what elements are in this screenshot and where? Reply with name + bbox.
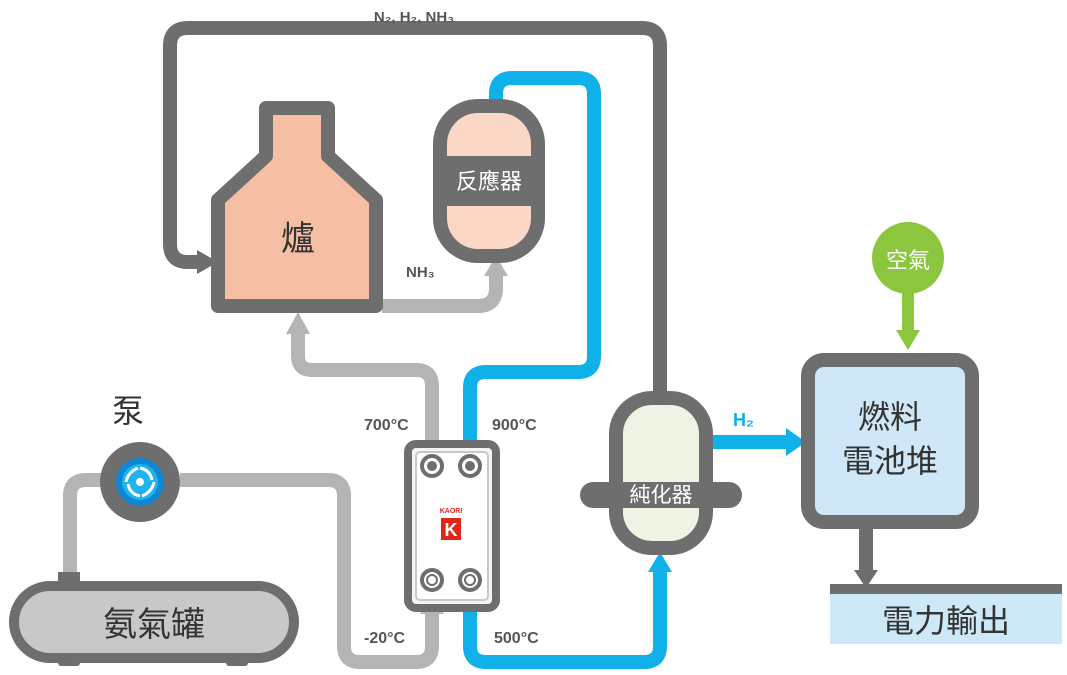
fuel-cell-label-line1: 燃料: [858, 398, 922, 436]
arrow-head-into-furnace-bottom: [286, 312, 310, 334]
arrow-head-into-reactor: [484, 256, 508, 276]
air-label: 空氣: [886, 249, 930, 274]
pipe-air-to-fuel-cell: [896, 290, 920, 350]
heat-exchanger: KAORI K: [404, 440, 500, 612]
pipe-fuel-cell-to-output: [854, 528, 878, 588]
arrow-head-air: [896, 330, 920, 350]
furnace-label: 爐: [281, 219, 315, 259]
reactor-band: [446, 156, 532, 206]
ammonia-tank-label: 氨氣罐: [103, 605, 205, 645]
arrow-head-into-furnace: [197, 250, 218, 274]
arrow-head-into-fuel-cell: [786, 428, 806, 456]
power-output-label: 電力輸出: [882, 602, 1010, 640]
temp-900-label: 900°C: [492, 417, 537, 434]
air-input: 空氣: [872, 222, 944, 294]
h2-label: H₂: [733, 410, 754, 430]
reactor: 反應器: [433, 99, 545, 263]
furnace: 爐: [211, 101, 383, 313]
brand-text: KAORI: [440, 508, 463, 515]
fuel-cell-label-line2: 電池堆: [842, 442, 938, 480]
temp-minus20-label: -20°C: [364, 630, 406, 647]
arrow-head-output: [854, 570, 878, 588]
pipe-h2-to-fuel-cell: [712, 428, 806, 456]
arrow-head-into-purifier: [648, 552, 672, 572]
brand-logo: [441, 518, 461, 540]
purifier-band: [580, 482, 742, 508]
brand-logo-letter: K: [445, 520, 458, 540]
pipe-700-to-furnace: [286, 312, 439, 450]
pipe-nh3-to-reactor: [382, 256, 508, 313]
pipe-recycle-gas: [163, 21, 667, 395]
pump-impeller-icon: [124, 466, 156, 498]
purifier: 純化器: [580, 391, 742, 555]
gas-mix-label: N₂, H₂, NH₃: [374, 9, 454, 26]
temp-700-label: 700°C: [364, 417, 409, 434]
temp-500-label: 500°C: [494, 630, 539, 647]
pump: 泵: [100, 392, 180, 522]
fuel-cell-stack: 燃料 電池堆: [801, 353, 979, 529]
reactor-label: 反應器: [456, 169, 522, 195]
pump-label: 泵: [112, 392, 144, 430]
power-output: 電力輸出: [830, 584, 1062, 644]
ammonia-tank: 氨氣罐: [9, 572, 299, 666]
nh3-label: NH₃: [406, 264, 435, 281]
purifier-label: 純化器: [630, 483, 693, 507]
